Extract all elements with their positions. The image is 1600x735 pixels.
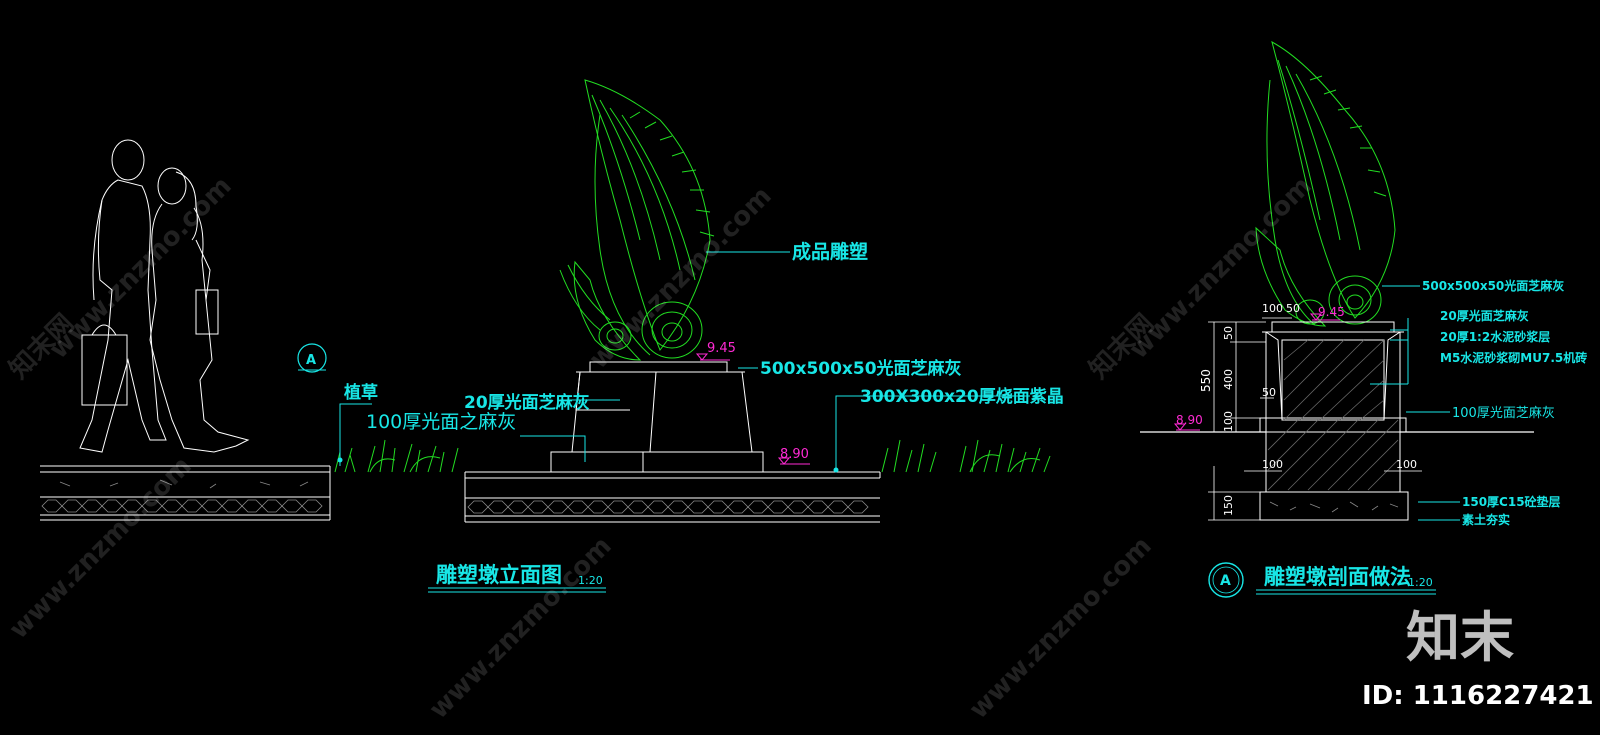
label-curb-section: 100厚光面芝麻灰 xyxy=(1452,405,1555,421)
level-ground-elevation: 8.90 xyxy=(780,447,809,462)
label-bedding-section: 150厚C15砼垫层 xyxy=(1462,494,1561,509)
dim-150: 150 xyxy=(1222,495,1235,516)
people-silhouette xyxy=(79,139,250,453)
dim-top-a: 100 xyxy=(1262,302,1283,315)
sculpture-elevation xyxy=(559,79,715,361)
center-ground xyxy=(464,471,881,523)
dim-total: 550 xyxy=(1199,369,1213,392)
sculpture-section xyxy=(1255,41,1396,327)
elevation-title-underline xyxy=(428,587,606,593)
label-paving: 300X300x20厚烧面紫晶 xyxy=(860,386,1064,407)
dim-400: 400 xyxy=(1222,369,1235,390)
label-curb-elevation: 100厚光面之麻灰 xyxy=(366,411,516,433)
label-mortar-section: 20厚1:2水泥砂浆层 xyxy=(1440,329,1550,344)
label-cap-section: 500x500x50光面芝麻灰 xyxy=(1422,278,1564,293)
dim-50b: 50 xyxy=(1262,386,1276,399)
level-markers-section xyxy=(1173,313,1340,431)
center-ground-hatch xyxy=(467,500,869,514)
label-sculpture: 成品雕塑 xyxy=(792,240,868,263)
pedestal-elevation xyxy=(550,361,764,473)
dim-50: 50 xyxy=(1222,326,1235,340)
left-ground-hatch xyxy=(41,479,323,513)
level-top-elevation: 9.45 xyxy=(707,341,736,356)
elevation-scale: 1:20 xyxy=(578,574,603,587)
section-concrete-hatch xyxy=(1269,501,1399,513)
section-dimensions xyxy=(1208,317,1422,521)
label-brick-section: M5水泥砂浆砌MU7.5机砖 xyxy=(1440,350,1587,365)
elevation-title: 雕塑墩立面图 xyxy=(436,563,562,587)
section-title-mark xyxy=(1208,562,1436,598)
watermarks: www.znzmo.com 知末网 www.znzmo.com www.znzm… xyxy=(4,171,1318,725)
label-cap-elevation: 500x500x50光面芝麻灰 xyxy=(760,358,962,379)
wm-site-6: www.znzmo.com xyxy=(964,531,1158,725)
section-title: 雕塑墩剖面做法 xyxy=(1264,565,1411,589)
dim-top-b: 50 xyxy=(1286,302,1300,315)
left-ground xyxy=(40,465,331,521)
dim-100: 100 xyxy=(1222,411,1235,432)
label-soil-section: 素土夯实 xyxy=(1462,512,1510,527)
section-scale: 1:20 xyxy=(1408,576,1433,589)
level-markers-elevation xyxy=(695,353,810,465)
section-mark-letter: A xyxy=(1220,573,1231,589)
wm-site-5: www.znzmo.com xyxy=(424,531,618,725)
grass-left xyxy=(334,439,459,473)
label-side-elevation: 20厚光面芝麻灰 xyxy=(464,392,590,413)
section-leaders xyxy=(1370,285,1460,521)
watermark-id: ID: 1116227421 xyxy=(1362,681,1594,711)
label-stone-section: 20厚光面芝麻灰 xyxy=(1440,308,1529,323)
level-ground-section: 8.90 xyxy=(1176,413,1203,427)
leader-dots xyxy=(337,457,839,473)
elevation-leaders xyxy=(339,251,1030,470)
grass-right xyxy=(881,439,1051,473)
section-mark-letter-elevation: A xyxy=(306,353,316,368)
label-grass: 植草 xyxy=(344,382,378,403)
section-mark-elevation xyxy=(297,343,327,373)
level-top-section: 9.45 xyxy=(1318,305,1345,319)
watermark-brand: 知末 xyxy=(1406,606,1514,669)
wm-site-4: www.znzmo.com xyxy=(4,451,198,645)
pedestal-section xyxy=(1259,321,1409,521)
dim-left-100: 100 xyxy=(1262,458,1283,471)
section-brick-hatch xyxy=(1267,339,1399,491)
dim-right-100: 100 xyxy=(1396,458,1417,471)
